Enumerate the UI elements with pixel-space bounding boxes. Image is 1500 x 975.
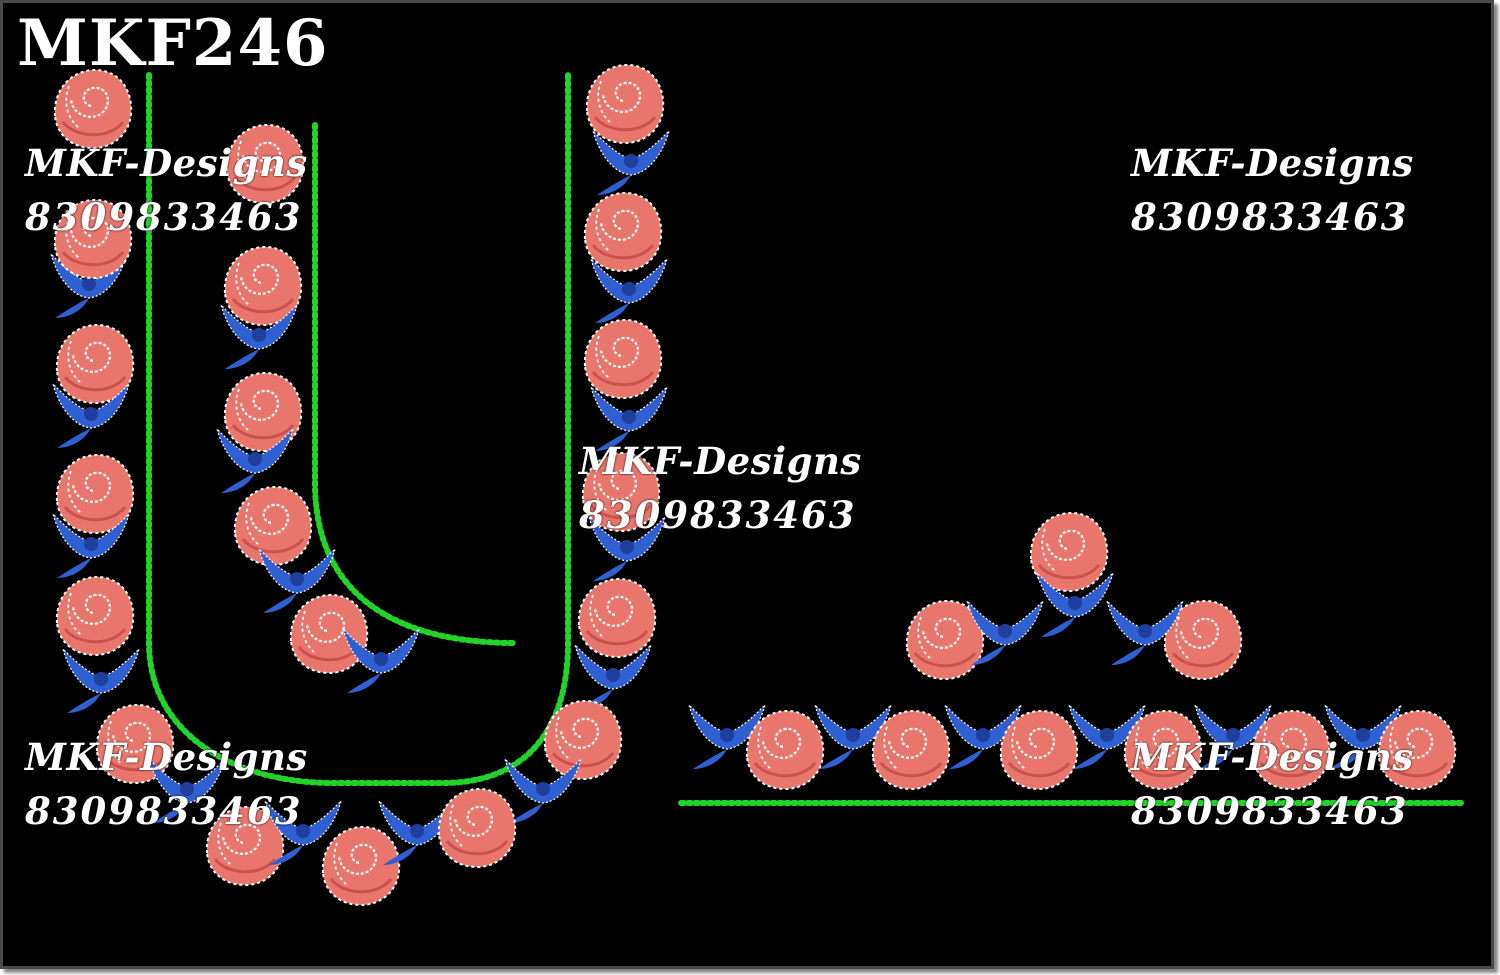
watermark-phone: 8309833463: [1131, 788, 1409, 833]
design-code: MKF246: [17, 6, 329, 81]
inner-bead-line: [312, 122, 518, 646]
watermark-phone: 8309833463: [25, 788, 303, 833]
watermark-name: MKF-Designs: [579, 439, 862, 483]
triangle-motif: [905, 511, 1243, 681]
watermark-phone: 8309833463: [1131, 194, 1409, 239]
watermark-name: MKF-Designs: [25, 141, 308, 185]
watermark-top-left: MKF-Designs 8309833463: [25, 137, 308, 244]
watermark-name: MKF-Designs: [1131, 141, 1414, 185]
embroidery-artwork: [50, 63, 1468, 907]
outer-bead-line: [146, 70, 571, 786]
watermark-phone: 8309833463: [25, 194, 303, 239]
watermark-bottom-right: MKF-Designs 8309833463: [1131, 731, 1414, 838]
watermark-phone: 8309833463: [579, 492, 857, 537]
watermark-top-right: MKF-Designs 8309833463: [1131, 137, 1414, 244]
watermark-name: MKF-Designs: [1131, 735, 1414, 779]
watermark-center: MKF-Designs 8309833463: [579, 435, 862, 542]
watermark-name: MKF-Designs: [25, 735, 308, 779]
watermark-bottom-left: MKF-Designs 8309833463: [25, 731, 308, 838]
